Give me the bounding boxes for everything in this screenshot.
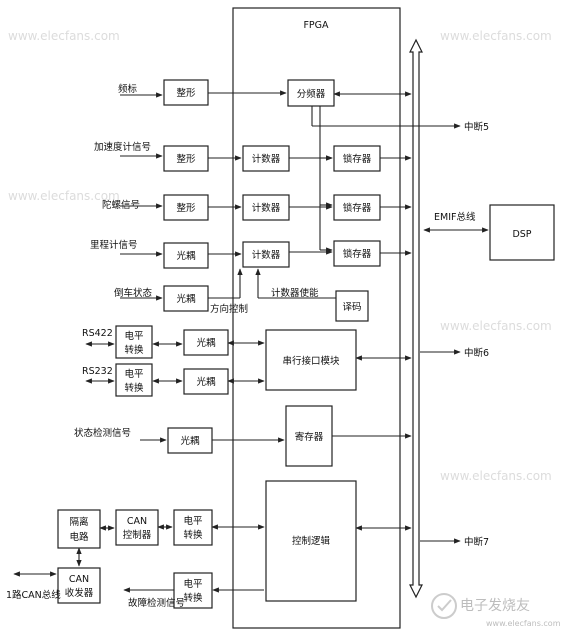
can-level-shift-label-2: 转换	[183, 529, 203, 541]
rs232-optocoupler-box	[183, 368, 229, 395]
int6-label: 中断6	[464, 347, 489, 359]
rs422-level-shift-label-1: 电平	[124, 330, 144, 342]
int5-label: 中断5	[464, 121, 489, 133]
accel-latch-label: 锁存器	[343, 153, 372, 165]
odo-latch-label: 锁存器	[343, 248, 372, 260]
dsp-label: DSP	[512, 229, 531, 240]
odo-counter-box	[242, 241, 290, 268]
accel-latch-box	[333, 145, 381, 172]
counter-enable-label: 计数器使能	[271, 287, 319, 299]
rs422-optocoupler-box	[183, 329, 229, 356]
dsp-box	[489, 204, 555, 261]
logo-icon	[431, 593, 457, 619]
input-reverse-label: 倒车状态	[114, 287, 153, 299]
input-freq-label: 频标	[118, 83, 138, 95]
input-odo-label: 里程计信号	[90, 239, 138, 251]
serial-port-label: 串行接口模块	[282, 355, 340, 367]
accel-counter-label: 计数器	[252, 153, 281, 165]
rs232-optocoupler-label: 光耦	[196, 376, 216, 388]
divider-box	[287, 79, 335, 107]
watermark-bg-text-1: www.elecfans.com	[8, 29, 120, 43]
gyro-latch-box	[333, 194, 381, 221]
fault-level-shift-label-1: 电平	[183, 578, 203, 590]
gyro-shaping-box	[163, 194, 209, 221]
input-status-detect-label: 状态检测信号	[74, 427, 131, 439]
rs422-level-shift-label-2: 转换	[124, 344, 144, 356]
can-level-shift-label-1: 电平	[183, 515, 203, 527]
fault-level-shift-box	[173, 572, 213, 609]
input-rs232-label: RS232	[82, 366, 113, 377]
freq-shaping-box	[163, 79, 209, 106]
serial-port-box	[265, 329, 357, 391]
isolation-label-1: 隔离	[69, 516, 88, 528]
fault-detect-label: 故障检测信号	[128, 597, 185, 609]
emif-bus-label: EMIF总线	[434, 211, 476, 223]
watermark-bg-text-5: www.elecfans.com	[440, 469, 552, 483]
accel-counter-box	[242, 145, 290, 172]
odo-optocoupler-label: 光耦	[176, 250, 196, 262]
gyro-shaping-label: 整形	[176, 202, 196, 214]
can-controller-label-2: 控制器	[123, 529, 152, 541]
isolation-label-2: 电路	[69, 531, 89, 543]
input-gyro-label: 陀螺信号	[102, 199, 140, 211]
rs232-level-shift-label-1: 电平	[124, 368, 144, 380]
input-accel-label: 加速度计信号	[94, 141, 151, 153]
background-watermark: www.elecfans.com www.elecfans.com www.el…	[8, 29, 552, 483]
rs422-optocoupler-label: 光耦	[196, 337, 216, 349]
can-controller-label-1: CAN	[127, 516, 147, 527]
freq-shaping-label: 整形	[176, 87, 196, 99]
odo-optocoupler-box	[163, 242, 209, 269]
can-transceiver-label-2: 收发器	[65, 587, 94, 599]
gyro-counter-box	[242, 194, 290, 221]
can-controller-box	[115, 509, 159, 546]
internal-data-bus	[409, 38, 423, 599]
status-optocoupler-label: 光耦	[180, 435, 200, 447]
decoder-label: 译码	[342, 302, 361, 313]
register-label: 寄存器	[295, 431, 324, 443]
int7-label: 中断7	[464, 536, 489, 548]
rs232-level-shift-box	[115, 363, 153, 397]
control-logic-label: 控制逻辑	[292, 535, 331, 547]
watermark-bg-text-4: www.elecfans.com	[440, 319, 552, 333]
gyro-counter-label: 计数器	[252, 202, 281, 214]
can-transceiver-label-1: CAN	[69, 574, 89, 585]
watermark-bg-text-3: www.elecfans.com	[8, 189, 120, 203]
reverse-optocoupler-label: 光耦	[176, 293, 196, 305]
reverse-optocoupler-box	[163, 285, 209, 312]
odo-latch-box	[333, 240, 381, 267]
decoder-box	[335, 290, 369, 322]
control-logic-box	[265, 480, 357, 602]
fault-level-shift-label-2: 转换	[183, 592, 203, 604]
accel-shaping-label: 整形	[176, 153, 196, 165]
logo-text: 电子发烧友	[460, 598, 530, 614]
accel-shaping-box	[163, 145, 209, 172]
gyro-latch-label: 锁存器	[343, 202, 372, 214]
rs422-level-shift-box	[115, 325, 153, 359]
odo-counter-label: 计数器	[252, 249, 281, 261]
fpga-label: FPGA	[303, 20, 329, 31]
watermark-bg-text-2: www.elecfans.com	[440, 29, 552, 43]
logo-url: www.elecfans.com	[486, 619, 561, 628]
can-transceiver-box	[57, 567, 101, 604]
can-bus-label: 1路CAN总线	[6, 589, 61, 601]
logo-check-icon	[437, 599, 452, 612]
direction-ctrl-label: 方向控制	[210, 303, 248, 315]
status-optocoupler-box	[167, 427, 213, 454]
logo-watermark: 电子发烧友 www.elecfans.com	[431, 593, 561, 628]
divider-label: 分频器	[297, 88, 326, 100]
input-rs422-label: RS422	[82, 328, 113, 339]
rs232-level-shift-label-2: 转换	[124, 382, 144, 394]
